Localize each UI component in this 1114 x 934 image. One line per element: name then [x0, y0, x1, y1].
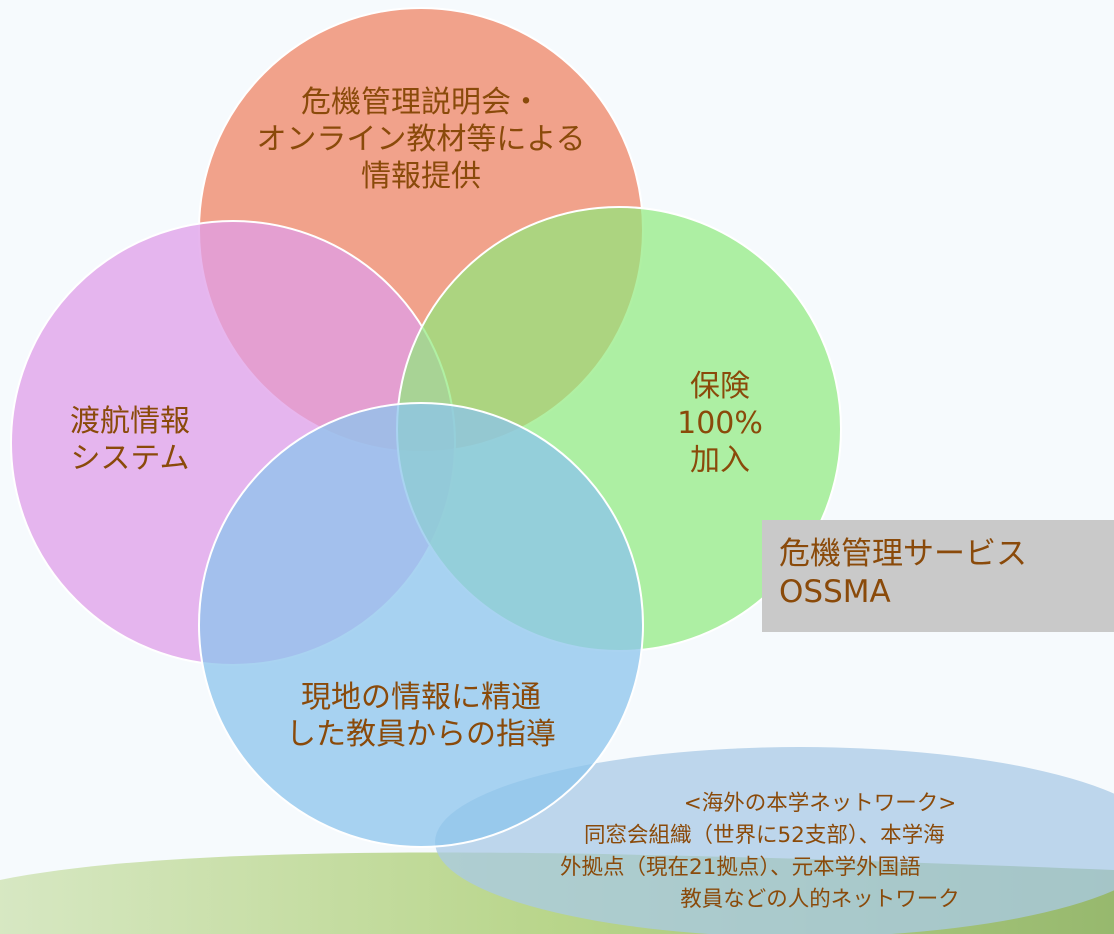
top-circle-label: 危機管理説明会・ オンライン教材等による 情報提供 — [256, 85, 586, 194]
network-line-2: 外拠点（現在21拠点）、元本学外国語 — [560, 855, 921, 880]
left-circle-label: 渡航情報 システム — [70, 404, 190, 476]
network-title: <海外の本学ネットワーク> — [683, 791, 957, 816]
network-ellipse — [435, 747, 1114, 934]
network-line-3: 教員などの人的ネットワーク — [680, 887, 960, 912]
ossma-box — [762, 520, 1114, 632]
bottom-circle — [198, 402, 644, 848]
ossma-label: 危機管理サービス OSSMA — [779, 536, 1027, 610]
bottom-circle-label: 現地の情報に精通 した教員からの指導 — [286, 680, 556, 752]
right-circle-label: 保険 100% 加入 — [677, 369, 763, 478]
network-line-1: 同窓会組織（世界に52支部）、本学海 — [584, 823, 945, 848]
